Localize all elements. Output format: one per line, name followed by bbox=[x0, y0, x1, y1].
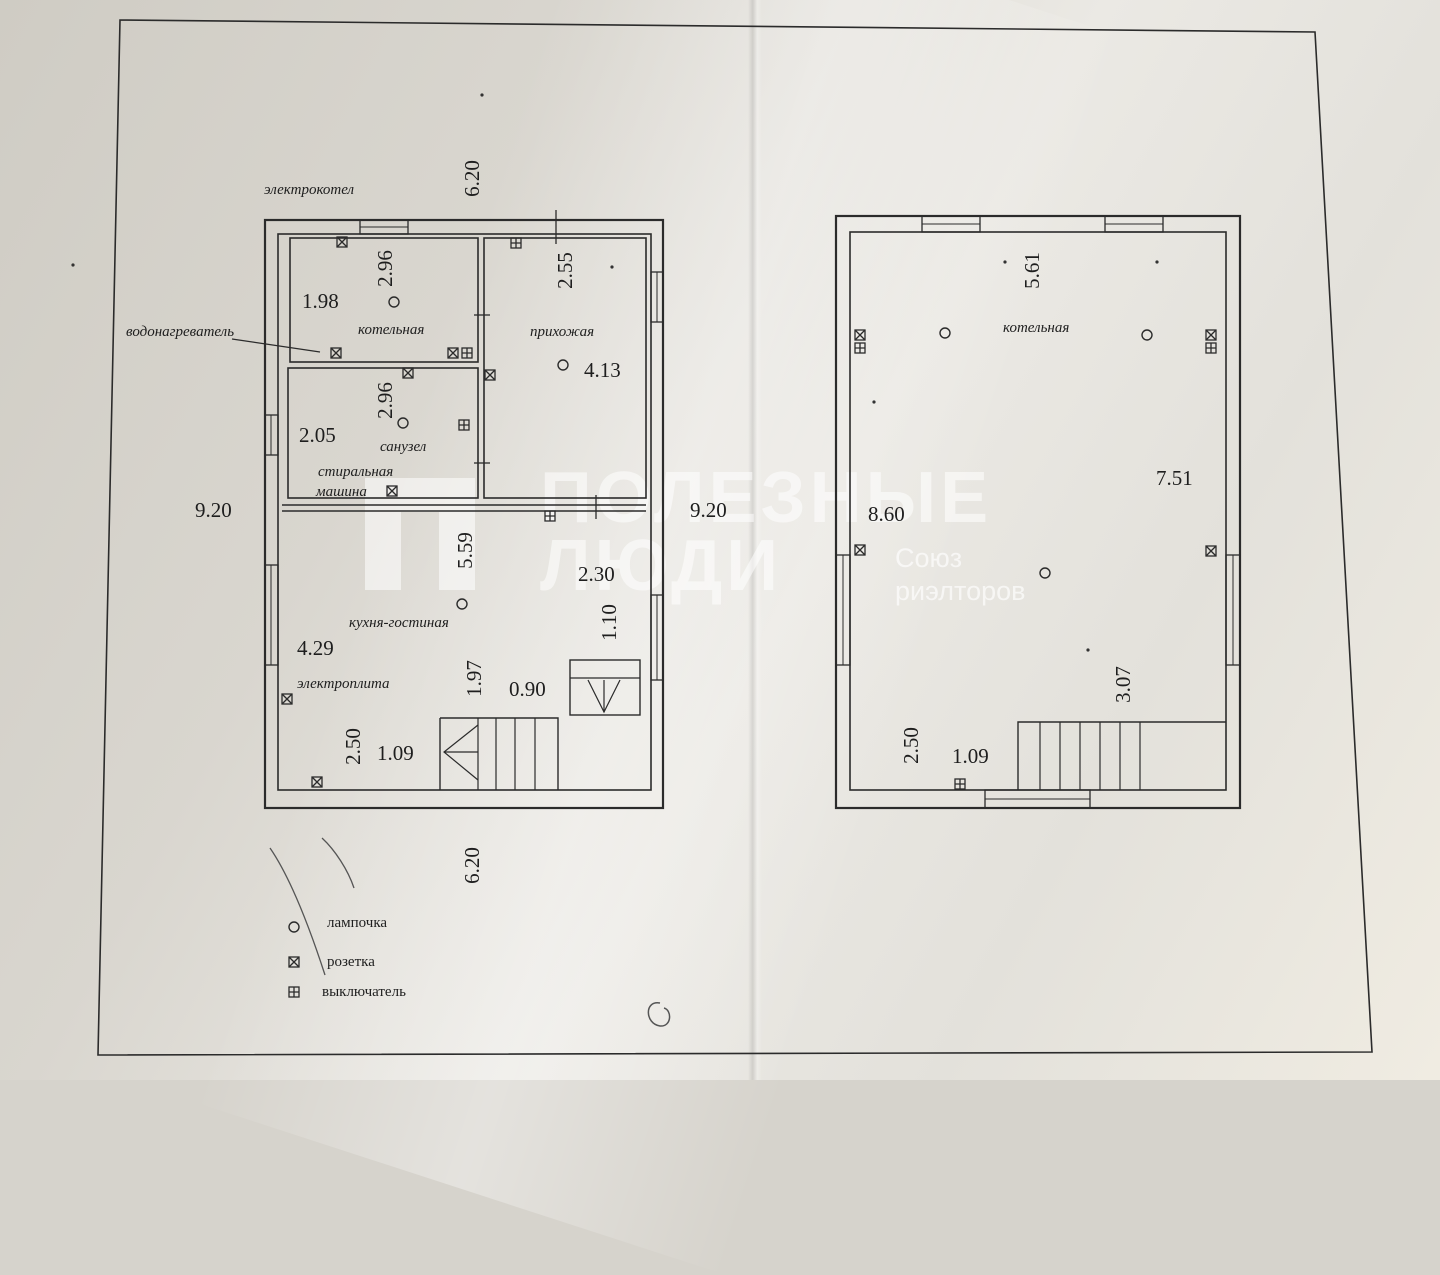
room-floor2: котельная bbox=[1003, 320, 1070, 336]
dim-kitchen-a: 2.30 bbox=[578, 562, 615, 586]
watermark-sub1: Союз bbox=[895, 543, 963, 573]
floor1-walls bbox=[263, 210, 665, 810]
watermark-sub2: риэлторов bbox=[895, 576, 1026, 606]
stray-dots bbox=[71, 93, 1159, 652]
dim-left-height: 9.20 bbox=[195, 498, 232, 522]
dim-boiler-height: 1.98 bbox=[302, 289, 339, 313]
dim-kitchen-b: 1.10 bbox=[596, 604, 621, 641]
label-washer-1: стиральная bbox=[318, 464, 394, 480]
dim-kitchen-c: 1.97 bbox=[461, 660, 486, 697]
label-stove: электроплита bbox=[297, 676, 390, 692]
dim-bath-width: 2.96 bbox=[372, 382, 397, 419]
switch-symbols bbox=[288, 237, 1217, 998]
dim-top-width: 6.20 bbox=[459, 160, 484, 197]
sheet-frame bbox=[97, 19, 1373, 1056]
dim-kitchen-width: 5.59 bbox=[452, 532, 477, 569]
dim-bottom-width: 6.20 bbox=[459, 847, 484, 884]
dim-hall-width: 2.55 bbox=[552, 252, 577, 289]
room-bathroom: санузел bbox=[380, 439, 427, 455]
legend-switch: выключатель bbox=[322, 984, 406, 1000]
dim-kitchen-e: 2.50 bbox=[340, 728, 365, 765]
dim-f2-e: 2.50 bbox=[898, 727, 923, 764]
socket-symbols bbox=[281, 236, 1217, 968]
lamp-symbols bbox=[288, 296, 1153, 933]
water-heater-leader bbox=[231, 338, 321, 353]
dim-middle-height: 9.20 bbox=[690, 498, 727, 522]
dim-f2-left: 8.60 bbox=[868, 502, 905, 526]
paper-background bbox=[0, 0, 1440, 1080]
label-electric-boiler: электрокотел bbox=[264, 182, 355, 198]
floor2-walls bbox=[834, 214, 1242, 810]
dim-kitchen-height: 4.29 bbox=[297, 636, 334, 660]
dim-f2-width: 5.61 bbox=[1019, 252, 1044, 289]
dim-hall-height: 4.13 bbox=[584, 358, 621, 382]
label-washer-2: машина bbox=[316, 484, 367, 500]
legend-lamp: лампочка bbox=[327, 915, 388, 931]
dim-kitchen-d: 0.90 bbox=[509, 677, 546, 701]
room-hall: прихожая bbox=[530, 324, 595, 340]
floor-plan-drawing bbox=[71, 19, 1373, 1056]
watermark-line2: ЛЮДИ bbox=[540, 526, 783, 606]
legend-socket: розетка bbox=[327, 954, 375, 970]
dim-boiler-width: 2.96 bbox=[372, 250, 397, 287]
dim-bath-height: 2.05 bbox=[299, 423, 336, 447]
dim-f2-right: 7.51 bbox=[1156, 466, 1193, 490]
label-water-heater: водонагреватель bbox=[126, 324, 235, 340]
dim-f2-c: 3.07 bbox=[1110, 666, 1135, 703]
dim-f2-f: 1.09 bbox=[952, 744, 989, 768]
dim-kitchen-f: 1.09 bbox=[377, 741, 414, 765]
room-boiler: котельная bbox=[358, 322, 425, 338]
paper-fold bbox=[748, 0, 762, 1080]
room-kitchen: кухня-гостиная bbox=[349, 615, 449, 631]
watermark-logo-icon bbox=[365, 478, 475, 590]
